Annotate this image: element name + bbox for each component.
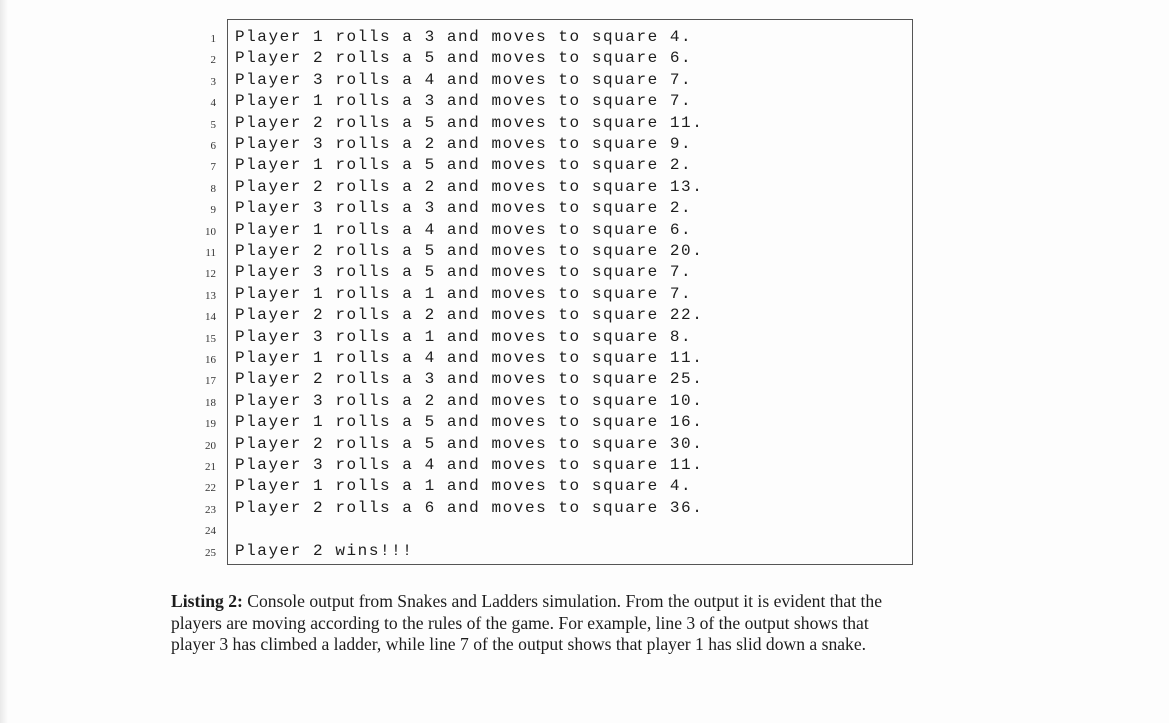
line-text: Player 3 rolls a 2 and moves to square 1… [235,391,704,410]
listing-line: 18 Player 3 rolls a 2 and moves to square… [186,391,916,412]
listing-line: 8 Player 2 rolls a 2 and moves to square … [186,177,916,198]
line-number: 3 [210,75,217,88]
line-number: 18 [205,396,216,409]
listing-line: 20 Player 2 rolls a 5 and moves to square… [186,434,916,455]
listing-caption: Listing 2: Console output from Snakes an… [171,591,899,656]
line-text: Player 2 wins!!! [235,541,414,560]
line-number: 7 [210,161,217,174]
listing-frame [227,19,913,565]
line-text: Player 1 rolls a 4 and moves to square 1… [235,349,704,367]
line-text: Player 3 rolls a 5 and moves to square 7… [235,263,693,282]
listing-line: 6 Player 3 rolls a 2 and moves to square … [186,134,916,155]
line-text: Player 2 rolls a 6 and moves to square 3… [235,498,704,517]
line-number: 21 [205,461,216,473]
line-number: 1 [210,33,217,45]
line-text: Player 1 rolls a 1 and moves to square 4… [235,477,693,496]
listing-line: 23 Player 2 rolls a 6 and moves to square… [186,498,916,519]
line-number: 8 [210,182,217,195]
line-text: Player 2 rolls a 3 and moves to square 2… [235,370,704,389]
line-text: Player 3 rolls a 2 and moves to square 9… [235,135,693,153]
line-number: 22 [205,482,216,495]
line-number: 9 [210,204,217,217]
listing-line: 10 Player 1 rolls a 4 and moves to square… [186,220,916,241]
line-number: 5 [210,118,217,131]
line-number: 16 [205,354,216,366]
listing-line: 14 Player 2 rolls a 2 and moves to square… [186,305,916,326]
listing-line: 24 [186,519,916,540]
listing-line: 2 Player 2 rolls a 5 and moves to square … [186,48,916,69]
listing-line: 13 Player 1 rolls a 1 and moves to square… [186,284,916,305]
listing-line: 9 Player 3 rolls a 3 and moves to square … [186,198,916,219]
caption-label: Listing 2: [171,591,243,611]
caption-text: Console output from Snakes and Ladders s… [171,591,883,655]
listing-line: 16 Player 1 rolls a 4 and moves to square… [186,348,916,369]
line-number: 24 [205,525,216,538]
line-text: Player 3 rolls a 4 and moves to square 7… [235,70,693,89]
line-number: 19 [205,418,216,431]
line-text: Player 2 rolls a 5 and moves to square 2… [235,242,704,260]
line-number: 23 [205,503,216,516]
line-number: 12 [205,268,216,281]
listing-line: 3 Player 3 rolls a 4 and moves to square … [186,70,916,91]
line-number: 4 [210,97,217,110]
line-text: Player 1 rolls a 5 and moves to square 1… [235,413,704,432]
listing-line: 12 Player 3 rolls a 5 and moves to square… [186,262,916,283]
line-number: 15 [205,332,216,345]
listing-line: 1 Player 1 rolls a 3 and moves to square … [186,27,916,48]
listing-line: 22 Player 1 rolls a 1 and moves to square… [186,476,916,497]
line-text: Player 3 rolls a 3 and moves to square 2… [235,199,693,218]
listing-line: 11 Player 2 rolls a 5 and moves to square… [186,241,916,262]
line-number: 25 [205,546,216,559]
line-number: 10 [205,225,216,238]
listing-line: 19 Player 1 rolls a 5 and moves to square… [186,412,916,433]
line-number: 14 [205,311,216,324]
line-number: 11 [205,247,216,259]
listing-line: 15 Player 3 rolls a 1 and moves to square… [186,327,916,348]
line-text: Player 1 rolls a 3 and moves to square 7… [235,92,693,111]
listing-line: 5 Player 2 rolls a 5 and moves to square … [186,113,916,134]
line-text: Player 2 rolls a 5 and moves to square 3… [235,434,704,453]
line-text: Player 2 rolls a 5 and moves to square 6… [235,49,693,68]
line-text: Player 3 rolls a 4 and moves to square 1… [235,456,704,474]
listing-line: 17 Player 2 rolls a 3 and moves to square… [186,369,916,390]
line-text: Player 1 rolls a 3 and moves to square 4… [235,28,693,46]
line-text: Player 2 rolls a 2 and moves to square 1… [235,177,704,196]
line-text: Player 1 rolls a 4 and moves to square 6… [235,220,693,239]
line-number: 20 [205,439,216,452]
listing-line: 25 Player 2 wins!!! [186,541,916,562]
line-text: Player 1 rolls a 1 and moves to square 7… [235,284,693,303]
listing-line: 4 Player 1 rolls a 3 and moves to square … [186,91,916,112]
line-number: 6 [210,140,217,152]
listing-line: 21 Player 3 rolls a 4 and moves to square… [186,455,916,476]
line-number: 17 [205,375,216,388]
line-text: Player 2 rolls a 2 and moves to square 2… [235,306,704,325]
line-number: 13 [205,289,216,302]
line-number: 2 [210,54,217,67]
line-text: Player 1 rolls a 5 and moves to square 2… [235,156,693,175]
page-edge-shadow [0,0,8,723]
line-text: Player 3 rolls a 1 and moves to square 8… [235,327,693,346]
listing-line: 7 Player 1 rolls a 5 and moves to square … [186,155,916,176]
line-text: Player 2 rolls a 5 and moves to square 1… [235,113,704,132]
